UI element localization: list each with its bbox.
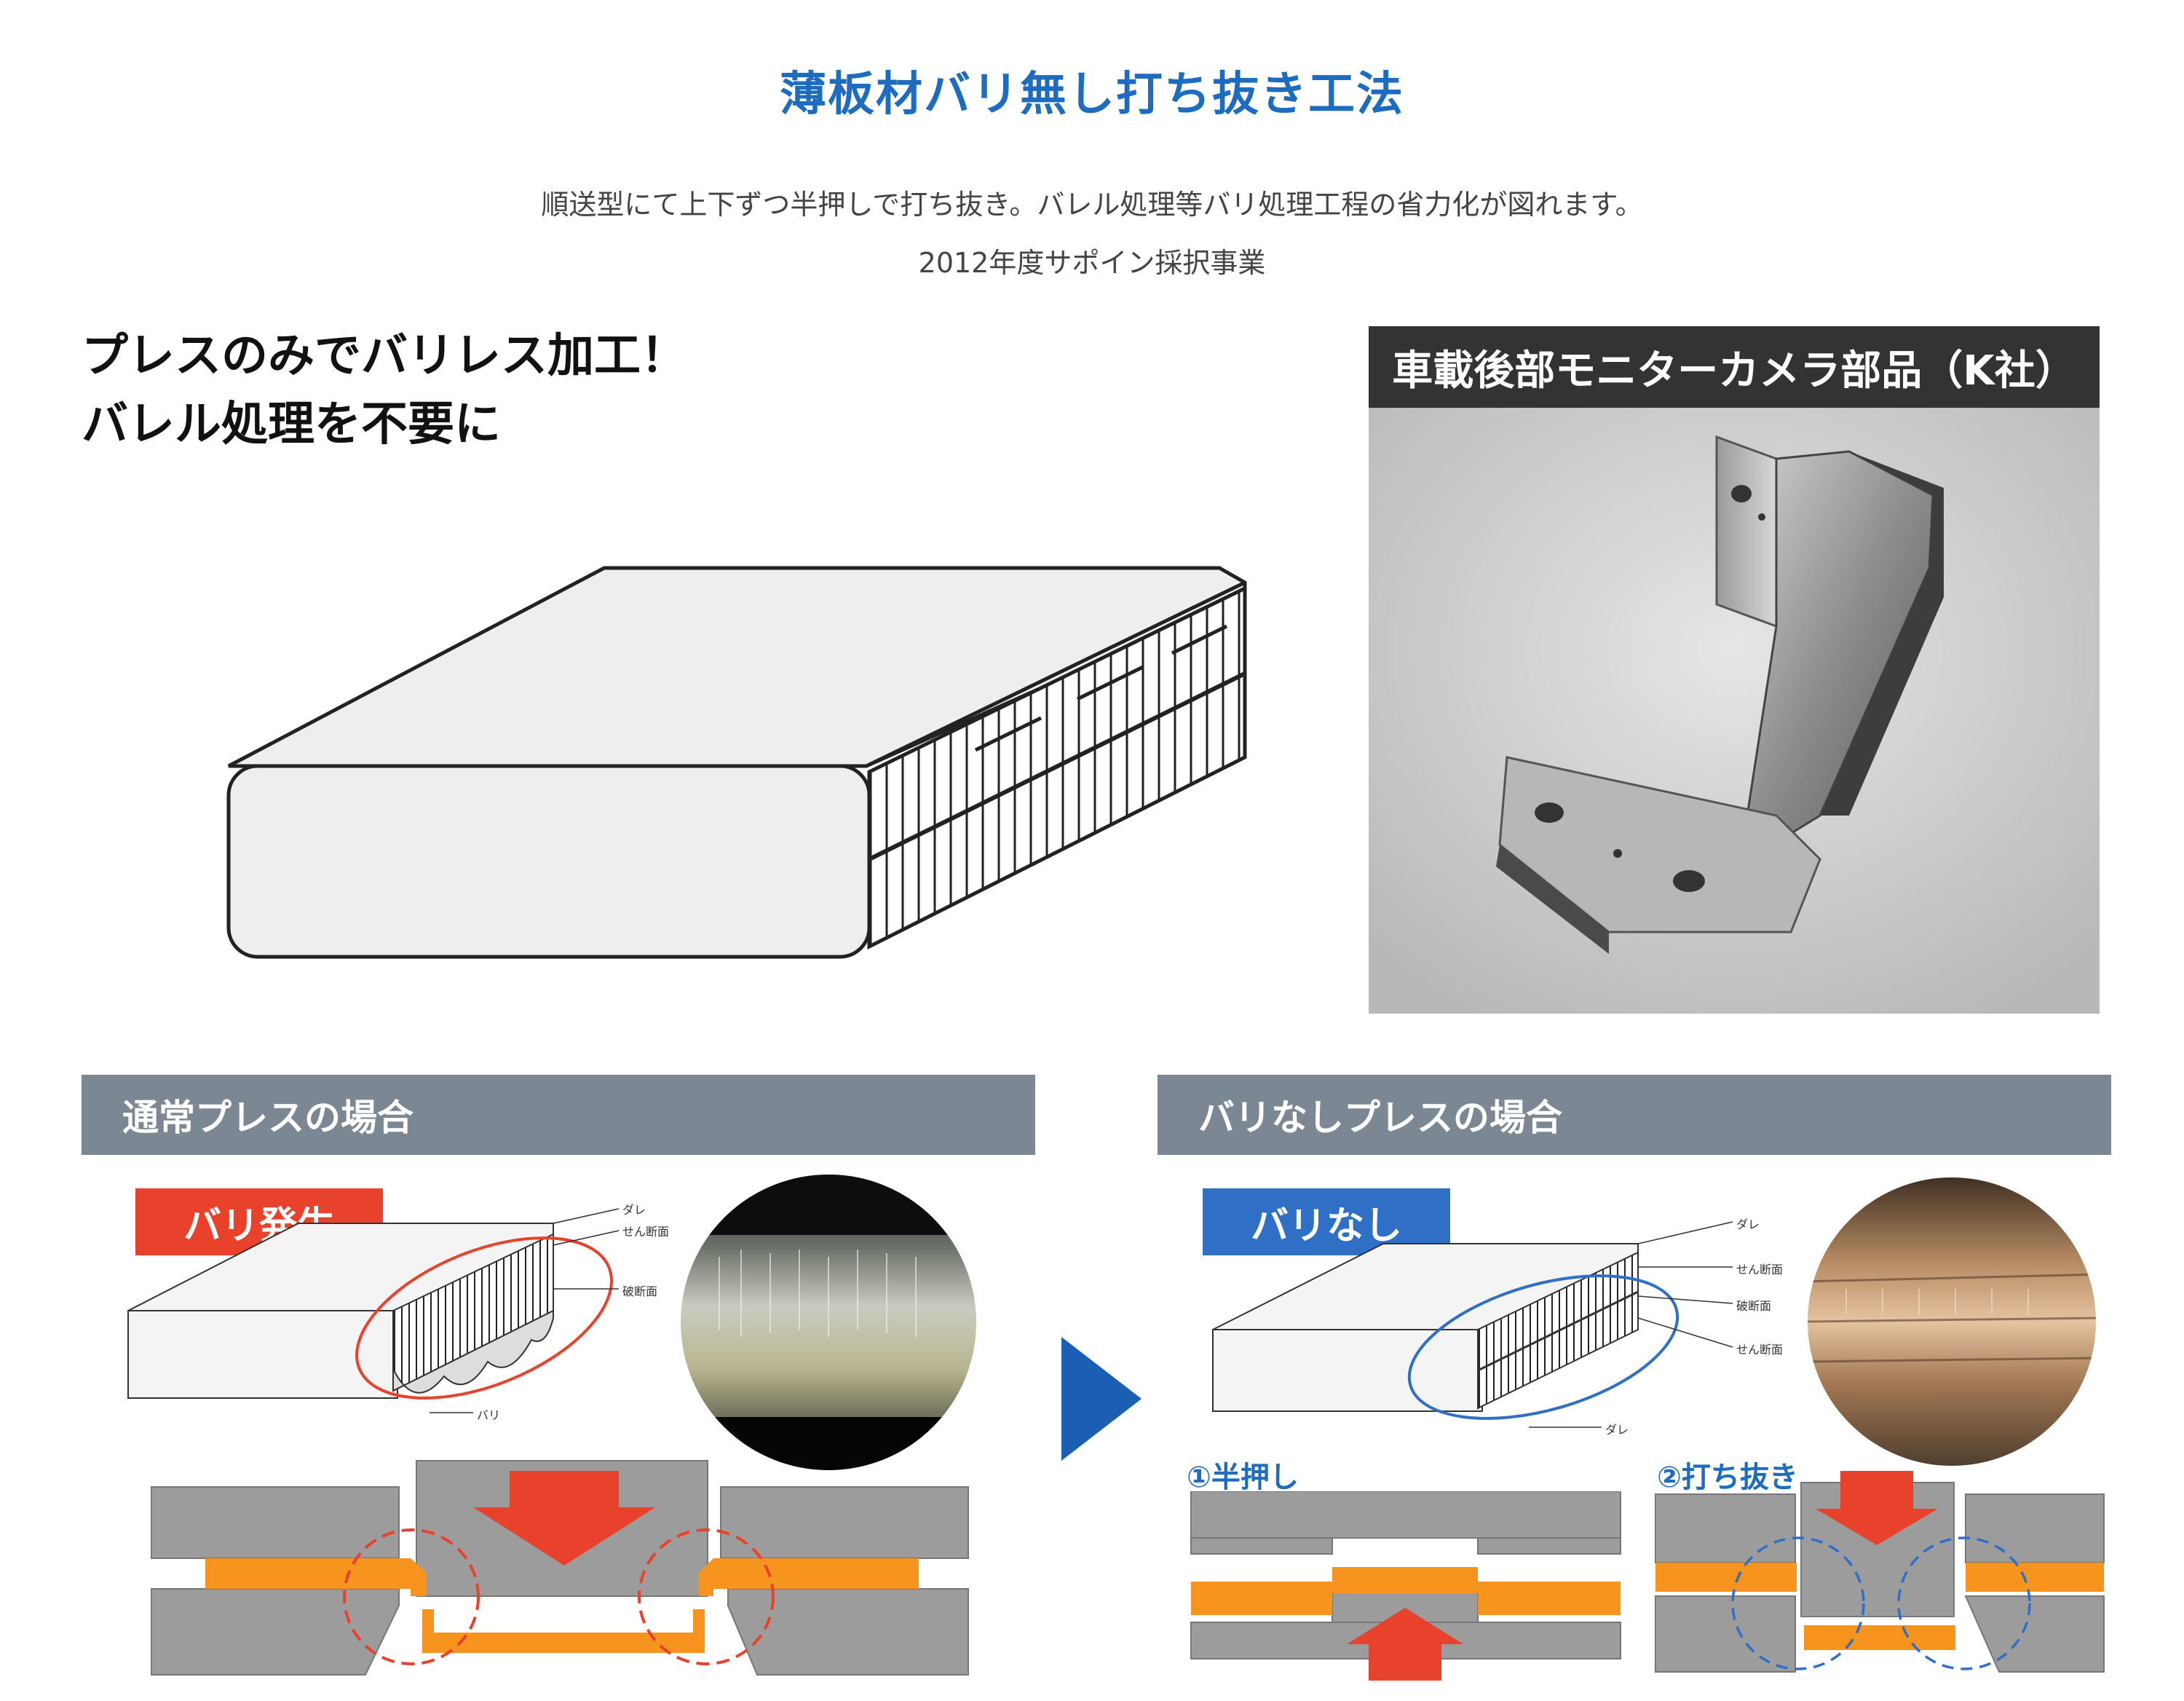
page-title: 薄板材バリ無し打ち抜き工法 bbox=[780, 68, 1404, 122]
burrless-micrograph bbox=[1805, 1175, 2099, 1469]
label-fracture: 破断面 bbox=[1736, 1299, 1772, 1313]
normal-press-heading: 通常プレスの場合 bbox=[82, 1075, 1035, 1155]
subsidy-text: 2012年度サポイン採択事業 bbox=[918, 247, 1266, 279]
sheet-edge-illustration bbox=[226, 566, 1247, 959]
label-burr: バリ bbox=[477, 1408, 501, 1422]
label-dare-top: ダレ bbox=[1736, 1217, 1760, 1231]
step2-label: ②打ち抜き bbox=[1657, 1461, 1798, 1494]
normal-micrograph bbox=[678, 1172, 979, 1473]
block-front-face bbox=[226, 764, 871, 959]
burrless-press-heading: バリなしプレスの場合 bbox=[1158, 1075, 2111, 1155]
headline-line-2: バレル処理を不要に bbox=[82, 398, 501, 451]
product-photo-panel: 車載後部モニターカメラ部品（K社） bbox=[1369, 326, 2100, 1014]
label-dare-bottom: ダレ bbox=[1605, 1423, 1629, 1437]
punch-die-diagram bbox=[1655, 1471, 2105, 1673]
step1-label: ①半押し bbox=[1187, 1461, 1299, 1494]
half-press-die-diagram bbox=[1190, 1491, 1621, 1681]
label-shear-bottom: せん断面 bbox=[1736, 1343, 1784, 1357]
headline-line-1: プレスのみでバリレス加工！ bbox=[82, 329, 687, 383]
description-text: 順送型にて上下ずつ半押しで打ち抜き。バレル処理等バリ処理工程の省力化が図れます。 bbox=[541, 189, 1643, 221]
burrless-callout: バリなし bbox=[1203, 1188, 1450, 1255]
product-photo bbox=[1369, 408, 2100, 1014]
hero-headline: プレスのみでバリレス加工！ バレル処理を不要に bbox=[82, 322, 687, 459]
normal-edge-diagram bbox=[127, 1208, 620, 1413]
label-shear: せん断面 bbox=[622, 1225, 670, 1239]
normal-die-diagram bbox=[151, 1460, 969, 1676]
burrless-edge-diagram bbox=[1212, 1221, 1733, 1428]
label-dare: ダレ bbox=[622, 1203, 646, 1217]
photo-caption: 車載後部モニターカメラ部品（K社） bbox=[1369, 326, 2100, 408]
label-fracture: 破断面 bbox=[622, 1284, 658, 1298]
transition-arrow-icon bbox=[1061, 1337, 1142, 1461]
label-shear-top: せん断面 bbox=[1736, 1263, 1784, 1276]
